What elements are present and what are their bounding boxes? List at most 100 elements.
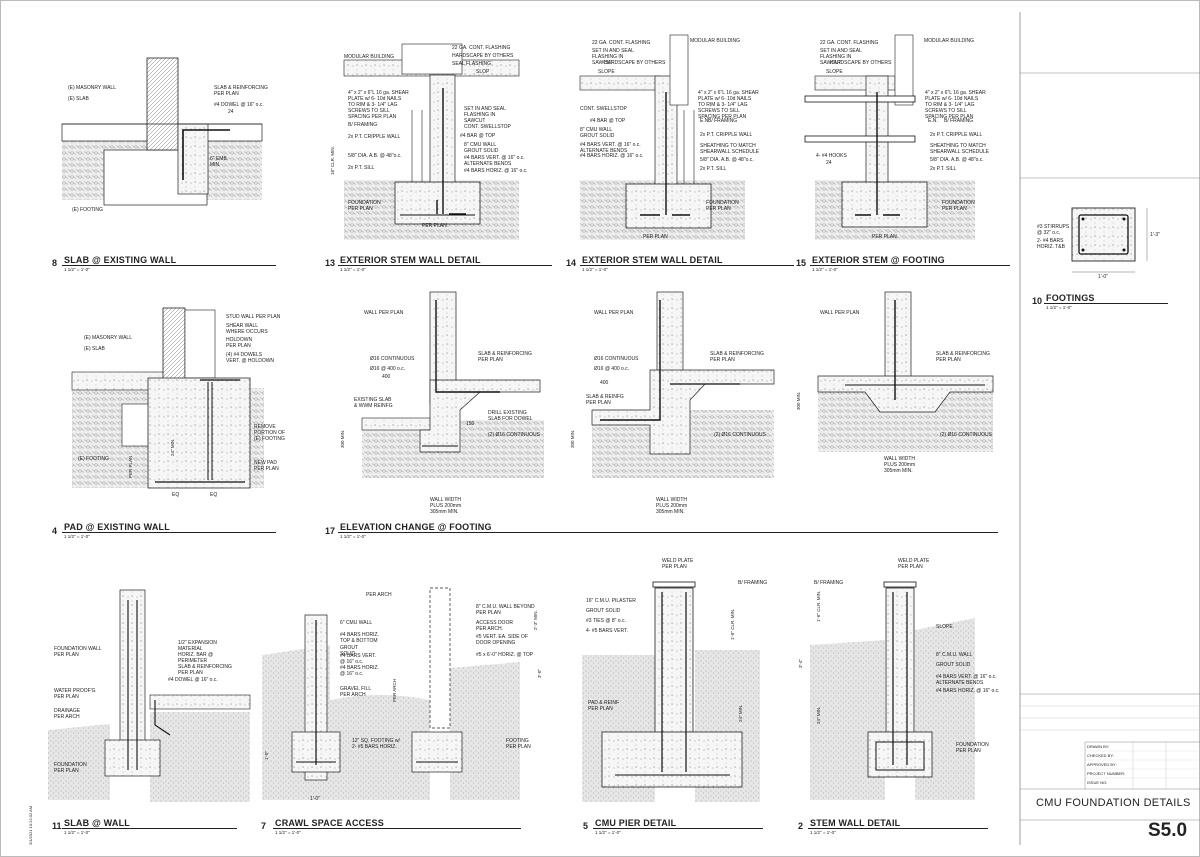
detail-2-note: #4 BARS VERT. @ 16" o.c. ALTERNATE BENDS [936,674,997,686]
detail-15-note: 2x P.T. CRIPPLE WALL [930,132,983,138]
detail-4-note: 24" MIN. [170,438,175,456]
detail-10-title: FOOTINGS [1046,293,1095,303]
detail-11-number: 11 [52,821,62,831]
detail-2-title-underline [808,828,988,829]
detail-13-note: #4 BARS HORIZ. @ 16" o.c. [464,168,528,174]
detail-8-title-underline [62,265,276,266]
detail-14-title: EXTERIOR STEM WALL DETAIL [582,255,723,265]
detail-11-note: WATER PROOF'G PER PLAN [54,688,96,700]
detail-7-note: 12" SQ. FOOTING w/ 2- #5 BARS HORIZ. [352,738,400,750]
detail-5-scale: 1 1/2" = 1'-0" [595,830,621,835]
detail-8-note: (E) FOOTING [72,207,103,213]
detail-13-note: CONT. SWELLSTOP [464,124,511,130]
detail-13-note: 4" x 2" x 6"L 16 ga. SHEAR PLATE w/ 6- 1… [348,90,409,120]
detail-14-note: #4 BARS VERT. @ 16" o.c. ALTERNATE BENDS [580,142,641,154]
detail-7-note: #5 x 6'-0" HORIZ. @ TOP [476,652,534,658]
detail-13-title-underline [338,265,552,266]
detail-4-number: 4 [52,526,58,536]
detail-17-note: Ø16 CONTINUOUS [370,356,415,362]
detail-4-note: (E) MASONRY WALL [84,335,132,341]
detail-10-note: #3 STIRRUPS @ 32" o.c. [1037,224,1070,236]
detail-13-note: 2x P.T. SILL [348,165,375,171]
detail-8-title: SLAB @ EXISTING WALL [64,255,177,265]
detail-11-scale: 1 1/2" = 1'-0" [64,830,90,835]
detail-17-note: 300 MIN. [570,429,575,448]
detail-11-note: FOUNDATION PER PLAN [54,762,87,774]
detail-14-note: 5/8" DIA. A.B. @ 48"o.c. [700,157,754,163]
detail-17-note: WALL PER PLAN [594,310,634,316]
detail-17-note: EXISTING SLAB & WWM REINFG [354,397,393,409]
detail-15-note: SET IN AND SEAL FLASHING IN SAWCUT [820,48,862,66]
detail-5-note: 4- #5 BARS VERT. [586,628,628,634]
detail-14-note: 2x P.T. SILL [700,166,727,172]
detail-10-note: 1'-3" [1150,232,1160,238]
detail-15-note: E.N. [928,118,938,124]
detail-2-note: SLOPE [936,624,953,630]
detail-17-note: WALL WIDTH PLUS 200mm 305mm MIN. [656,497,688,515]
detail-5-title: CMU PIER DETAIL [595,818,677,828]
detail-11-note: #4 DOWEL @ 16" o.c. [168,677,218,683]
detail-14-note: 2x P.T. CRIPPLE WALL [700,132,753,138]
detail-17-drawing [361,291,994,478]
detail-8-number: 8 [52,258,58,268]
detail-17-note: SLAB & REINFORCING PER PLAN [936,351,990,363]
detail-4-note: STUD WALL PER PLAN [226,314,281,320]
detail-4-note: NEW PAD PER PLAN [254,460,279,472]
detail-11-note: 1/2" EXPANSION MATERIAL [178,640,217,652]
detail-13-note: #4 BAR @ TOP [460,133,496,139]
detail-15-note: 24 [826,160,832,166]
detail-5-drawing [582,581,760,802]
detail-2-note: 1'-6" CLR. MIN. [816,590,821,622]
detail-2-scale: 1 1/2" = 1'-0" [810,830,836,835]
detail-10-note: 1'-0" [1098,274,1108,280]
detail-13-note: 8" CMU WALL GROUT SOLID [464,142,499,154]
detail-14-note: CONT. SWELLSTOP [580,106,627,112]
detail-17-note: SLAB & REINFORCING PER PLAN [478,351,532,363]
detail-15-note: 5/8" DIA. A.B. @ 48"o.c. [930,157,984,163]
detail-13-title: EXTERIOR STEM WALL DETAIL [340,255,481,265]
detail-5-note: 1'-6" CLR. MIN. [730,608,735,640]
detail-14-note: SLOPE [598,69,615,75]
detail-7-note: GROUT SOLID [340,645,359,657]
detail-8-note: 6" EMB. MIN. [210,156,229,168]
detail-2-note: 24" MIN. [816,706,821,724]
detail-14-note: FOUNDATION PER PLAN [706,200,739,212]
detail-4-note: HOLDOWN PER PLAN [226,337,253,349]
detail-4-note: PER PLAN [128,455,133,478]
detail-10-note: 2- #4 BARS HORIZ. T&B [1037,238,1065,250]
detail-14-title-underline [580,265,794,266]
titleblock-project-number: PROJECT NUMBER: [1087,771,1126,776]
detail-7-note: 6" CMU WALL [340,620,373,626]
detail-14-note: HARDSCAPE BY OTHERS [604,60,666,66]
detail-5-note: B/ FRAMING [738,580,768,586]
detail-10-scale: 1 1/2" = 1'-0" [1046,305,1072,310]
detail-14-note: MODULAR BUILDING [690,38,741,44]
detail-7-note: #4 BARS VERT. @ 16" o.c. [340,653,377,665]
detail-2-note: GROUT SOLID [936,662,971,668]
detail-4-note: SHEAR WALL WHERE OCCURS [226,323,268,335]
detail-5-note: GROUT SOLID [586,608,621,614]
detail-17-note: 150 [466,421,475,427]
titleblock-checked-by: CHECKED BY: [1087,753,1114,758]
detail-13-note: 18" CLR. MIN. [330,146,335,175]
detail-4-title-underline [62,532,276,533]
detail-15-drawing [804,34,975,240]
detail-15-note: MODULAR BUILDING [924,38,975,44]
detail-17-note: WALL PER PLAN [820,310,860,316]
detail-14-note: B/ FRAMING [708,118,738,124]
detail-15-note: HARDSCAPE BY OTHERS [830,60,892,66]
detail-11-drawing [48,589,251,802]
detail-17-note: 300 MIN. [340,429,345,448]
detail-13-scale: 1 1/2" = 1'-0" [340,267,366,272]
detail-15-scale: 1 1/2" = 1'-0" [812,267,838,272]
detail-2-note: WELD PLATE PER PLAN [898,558,930,570]
detail-5-note: 16" C.M.U. PILASTER [586,598,636,604]
detail-4-scale: 1 1/2" = 1'-0" [64,534,90,539]
detail-7-note: PER ARCH [392,678,397,702]
detail-15-note: SHEATHING TO MATCH SHEARWALL SCHEDULE [930,143,989,155]
detail-8-drawing [61,57,263,206]
detail-13-note: 2x P.T. CRIPPLE WALL [348,134,401,140]
detail-7-note: #4 BARS HORIZ. TOP & BOTTOM [340,632,379,644]
detail-17-note: WALL PER PLAN [364,310,404,316]
